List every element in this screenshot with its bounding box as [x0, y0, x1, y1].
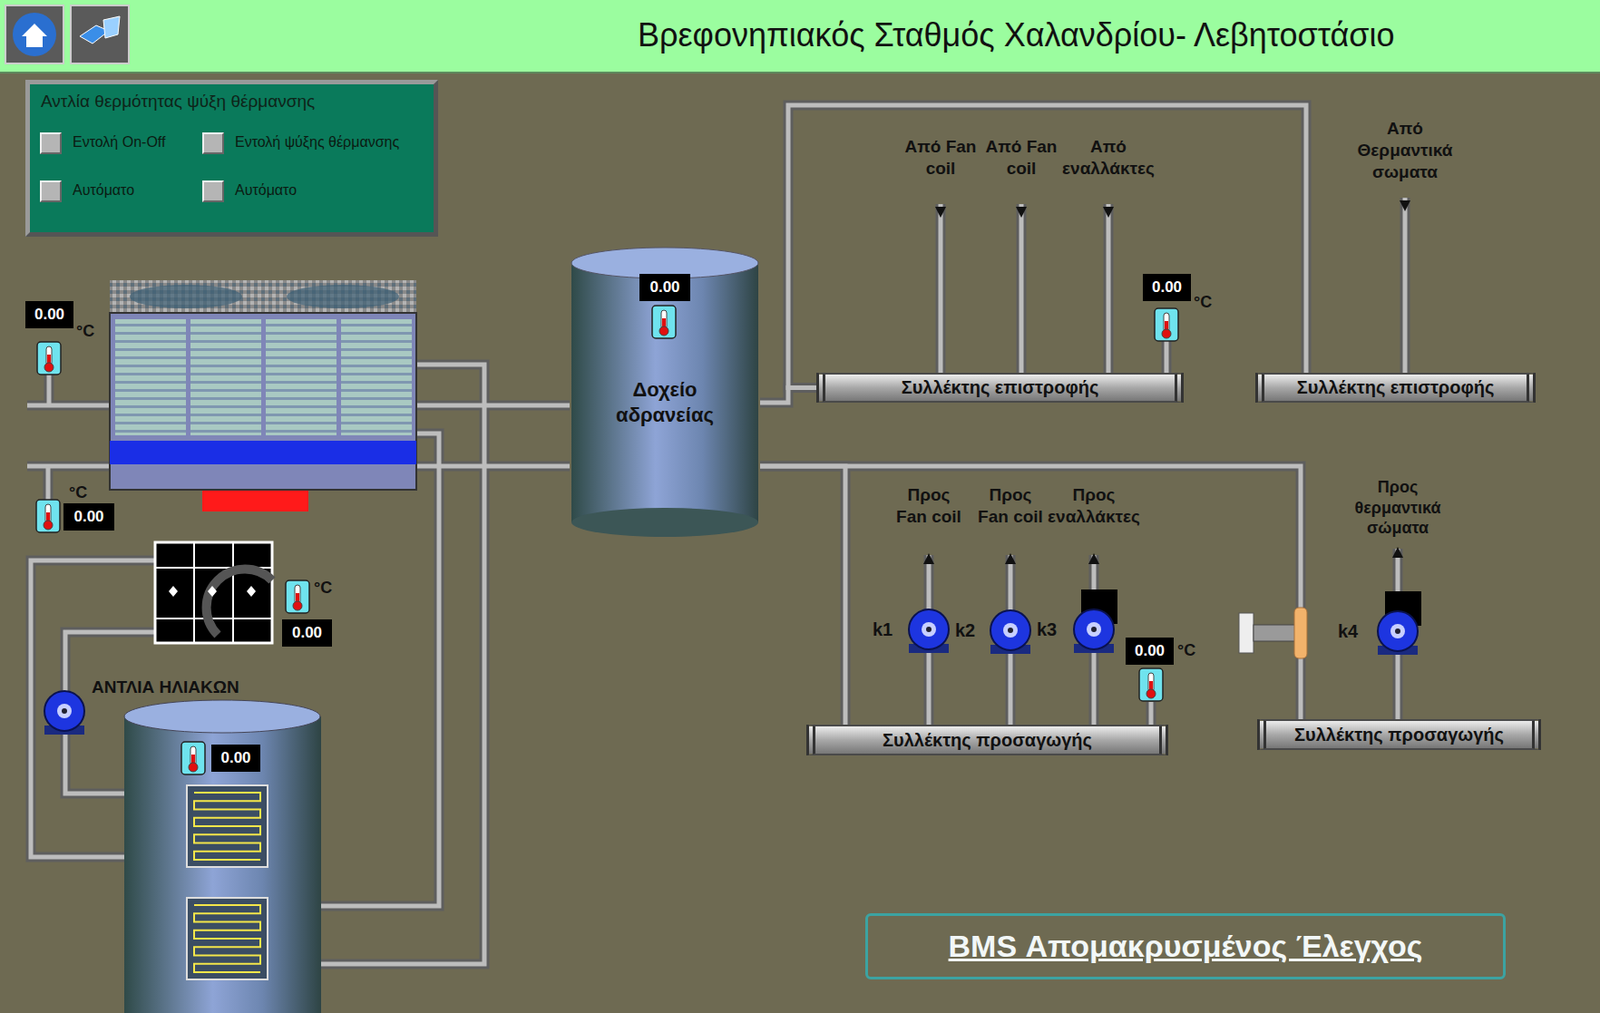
pump-symbol [1073, 589, 1118, 654]
supply-collector: Συλλέκτης προσαγωγής [806, 724, 1169, 756]
return-collector: Συλλέκτης επιστροφής [1255, 372, 1536, 403]
remote-control-button: BMS Απομακρυσμένος Έλεγχος [865, 913, 1506, 980]
pipe-outline [27, 197, 1405, 965]
flow-label: Προς Fan coil [892, 484, 966, 528]
checkbox-label: Αυτόματο [202, 180, 297, 203]
flow-label: Από Fan coil [904, 136, 977, 180]
unit-label: °C [68, 482, 88, 504]
nav-icons [0, 0, 146, 72]
control-valve [1239, 607, 1308, 659]
checkbox-label: Εντολή On-Off [39, 132, 166, 155]
title-bar: Βρεφονηπιακός Σταθμός Χαλανδρίου- Λεβητο… [0, 0, 1600, 74]
pump-tag: k2 [955, 619, 976, 643]
pump-symbol [44, 691, 85, 735]
pump-tag: k3 [1036, 618, 1057, 642]
unit-label: °C [313, 577, 332, 599]
unit-label: °C [76, 321, 95, 342]
temperature-readout: 0.00 [25, 301, 74, 329]
node-text: BMS Απομακρυσμένος Έλεγχος [948, 928, 1424, 965]
thermometer-icon [1154, 308, 1179, 342]
flow-label: Προς εναλλάκτες [1043, 484, 1144, 528]
page-title: Βρεφονηπιακός Σταθμός Χαλανδρίου- Λεβητο… [637, 16, 1396, 55]
node-text: Συλλέκτης επιστροφής [901, 377, 1100, 399]
control-panel: Αντλία θερμότητας ψύξη θέρμανσης [25, 79, 439, 237]
pipe-highlight [788, 105, 1307, 389]
checkbox-label: Εντολή ψύξης θέρμανσης [202, 132, 400, 155]
thermometer-icon [36, 499, 60, 533]
node-text: Δοχείο αδρανείας [605, 377, 724, 428]
node-text: Αντλία θερμότητας ψύξη θέρμανσης [40, 91, 423, 112]
pump-symbol [908, 609, 949, 654]
pump-tag: k4 [1337, 620, 1358, 644]
solar-collector [155, 542, 273, 644]
unit-label: °C [1177, 640, 1196, 662]
node-text: Συλλέκτης προσαγωγής [882, 730, 1093, 752]
thermometer-icon [37, 341, 61, 375]
unit-label: °C [1193, 292, 1212, 313]
pipe-connector [760, 466, 846, 725]
flow-label: Από εναλλάκτες [1058, 136, 1159, 180]
temperature-readout: 0.00 [211, 744, 261, 772]
flow-label: Από Θερμαντικά σωματα [1353, 117, 1458, 183]
temperature-readout: 0.00 [1125, 637, 1174, 665]
pump-symbol [1377, 591, 1422, 655]
supply-collector: Συλλέκτης προσαγωγής [1257, 719, 1542, 751]
pipe-highlight [760, 466, 846, 725]
solar-tank [124, 700, 322, 1013]
node-text: Συλλέκτης προσαγωγής [1294, 724, 1504, 746]
thermometer-icon [181, 741, 205, 775]
temperature-readout: 0.00 [1142, 273, 1191, 302]
thermometer-icon [285, 580, 310, 614]
temperature-readout: 0.00 [282, 619, 332, 647]
checkbox-label: Αυτόματο [39, 180, 135, 203]
thermometer-icon [1139, 668, 1163, 702]
pipe-highlight [27, 197, 1405, 965]
return-collector: Συλλέκτης επιστροφής [816, 372, 1184, 403]
pipe-connector [760, 466, 1301, 720]
heat-exchanger-coil [194, 905, 261, 973]
pipe-connector [788, 105, 1307, 389]
heat-exchanger-coil [194, 792, 261, 860]
pump-symbol [990, 610, 1031, 654]
thermometer-icon [652, 305, 676, 339]
flow-label: Προς θερμαντικά σώματα [1346, 477, 1449, 539]
temperature-readout: 0.00 [639, 273, 691, 302]
temperature-readout: 0.00 [63, 503, 115, 531]
flow-label: Από Fan coil [985, 136, 1058, 180]
flow-label: Προς Fan coil [974, 484, 1047, 528]
node-text: Συλλέκτης επιστροφής [1297, 377, 1495, 399]
flow-label: ΑΝΤΛΙΑ ΗΛΙΑΚΩΝ [91, 676, 240, 699]
pump-tag: k1 [872, 618, 893, 642]
pipe-highlight [760, 466, 1301, 720]
heat-pump [109, 280, 417, 512]
